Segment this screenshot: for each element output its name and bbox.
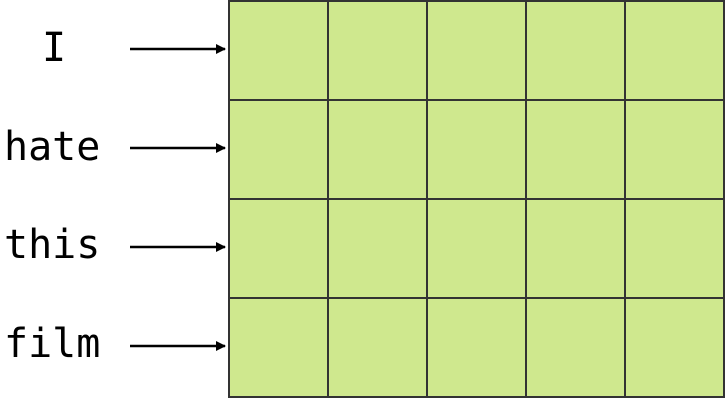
token-label-i: I bbox=[42, 25, 67, 71]
matrix-cell bbox=[327, 297, 428, 398]
matrix-cell bbox=[228, 297, 329, 398]
embedding-matrix bbox=[228, 0, 725, 398]
matrix-cell bbox=[525, 99, 626, 200]
matrix-cell bbox=[624, 198, 725, 299]
matrix-cell bbox=[525, 198, 626, 299]
matrix-cell bbox=[624, 99, 725, 200]
matrix-cell bbox=[525, 297, 626, 398]
matrix-cell bbox=[624, 0, 725, 101]
matrix-cell bbox=[426, 99, 527, 200]
matrix-cell bbox=[228, 99, 329, 200]
token-label-film: film bbox=[4, 321, 101, 367]
matrix-cell bbox=[228, 198, 329, 299]
matrix-cell bbox=[525, 0, 626, 101]
matrix-cell bbox=[327, 198, 428, 299]
matrix-cell bbox=[624, 297, 725, 398]
matrix-cell bbox=[426, 0, 527, 101]
matrix-cell bbox=[426, 297, 527, 398]
token-label-hate: hate bbox=[4, 124, 101, 170]
token-label-this: this bbox=[4, 222, 101, 268]
matrix-cell bbox=[426, 198, 527, 299]
matrix-cell bbox=[228, 0, 329, 101]
matrix-cell bbox=[327, 0, 428, 101]
arrows bbox=[130, 44, 226, 351]
matrix-cell bbox=[327, 99, 428, 200]
